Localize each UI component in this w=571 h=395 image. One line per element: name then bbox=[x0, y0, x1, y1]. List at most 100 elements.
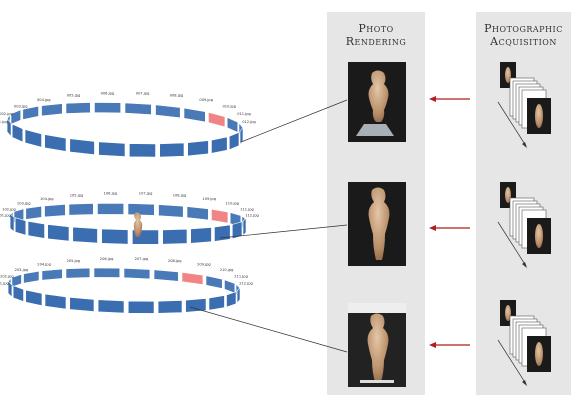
rendered-photo-3 bbox=[348, 303, 406, 387]
camera-filename-label: 007.jpg bbox=[136, 91, 150, 95]
leader-line-top bbox=[241, 100, 347, 142]
camera-panel bbox=[156, 105, 181, 118]
camera-filename-label: 102.jpg bbox=[2, 207, 16, 211]
camera-filename-label: 206.jpg bbox=[100, 257, 114, 261]
camera-filename-label: 101.jpg bbox=[0, 214, 11, 218]
camera-panel bbox=[70, 297, 94, 311]
camera-filename-label: 105.jpg bbox=[70, 194, 84, 198]
selected-camera-panel bbox=[211, 209, 228, 223]
camera-filename-label: 209.jpg bbox=[197, 263, 211, 267]
camera-panel bbox=[125, 103, 151, 115]
camera-filename-label: 103.jpg bbox=[17, 202, 31, 206]
camera-panel bbox=[28, 221, 45, 238]
camera-panel bbox=[206, 276, 222, 289]
photo-stacks bbox=[498, 62, 551, 386]
camera-panel bbox=[97, 203, 123, 214]
camera-filename-label: 006.jpg bbox=[101, 91, 115, 95]
camera-panel bbox=[214, 225, 230, 242]
camera-filename-label: 002.jpg bbox=[0, 112, 13, 116]
camera-panel bbox=[160, 143, 184, 157]
camera-panel bbox=[42, 269, 62, 280]
camera-panel bbox=[70, 139, 95, 155]
camera-filename-label: 009.jpg bbox=[199, 98, 213, 102]
camera-panel bbox=[69, 203, 93, 215]
camera-filename-label: 203.jpg bbox=[15, 268, 29, 272]
camera-panel bbox=[224, 280, 234, 293]
camera-panel bbox=[187, 207, 208, 220]
camera-panel bbox=[12, 124, 23, 142]
camera-panel bbox=[124, 268, 150, 279]
camera-filename-label: 110.jpg bbox=[226, 202, 240, 206]
camera-filename-label: 208.jpg bbox=[168, 259, 182, 263]
camera-panel bbox=[163, 229, 187, 244]
camera-panel bbox=[211, 137, 227, 153]
camera-panel bbox=[25, 130, 42, 148]
camera-panel bbox=[45, 294, 66, 309]
camera-panel bbox=[94, 268, 120, 278]
acquisition-photo-stack-1 bbox=[498, 62, 551, 148]
camera-panel bbox=[48, 224, 69, 241]
camera-filename-label: 104.jpg bbox=[40, 197, 54, 201]
leader-line-bottom bbox=[190, 307, 347, 352]
arrow-acquisition-to-rendering-1 bbox=[429, 96, 470, 102]
camera-filename-label: 010.jpg bbox=[223, 104, 237, 108]
camera-panel bbox=[227, 117, 238, 132]
camera-filename-label: 207.jpg bbox=[135, 257, 149, 261]
camera-panel bbox=[154, 270, 178, 281]
camera-panel bbox=[102, 229, 128, 244]
camera-panel bbox=[26, 290, 42, 306]
camera-panel bbox=[129, 144, 155, 158]
camera-panel bbox=[128, 301, 154, 313]
camera-filename-label: 201.jpg bbox=[0, 282, 9, 286]
middle-ring: 101.jpg 102.jpg103.jpg 104.jpg 105.jpg 106.j… bbox=[0, 192, 259, 245]
selected-camera-panel bbox=[208, 112, 225, 127]
camera-filename-label: 202.jpg bbox=[0, 275, 14, 279]
camera-filename-label: 011.jpg bbox=[237, 112, 251, 116]
camera-filename-label: 008.jpg bbox=[170, 94, 184, 98]
camera-filename-label: 005.jpg bbox=[67, 94, 81, 98]
camera-filename-label: 003.jpg bbox=[14, 104, 28, 108]
camera-panel bbox=[45, 135, 66, 152]
camera-panel bbox=[159, 205, 184, 218]
selected-camera-panel bbox=[182, 272, 203, 284]
camera-panel bbox=[73, 227, 98, 243]
camera-filename-label: 112.jpg bbox=[245, 214, 259, 218]
camera-filename-label: 204.jpg bbox=[37, 263, 51, 267]
camera-panel bbox=[98, 300, 124, 313]
camera-panel bbox=[66, 102, 90, 113]
camera-panel bbox=[13, 286, 23, 302]
camera-panel bbox=[186, 298, 206, 312]
camera-panel bbox=[184, 108, 205, 122]
camera-filename-label: 111.jpg bbox=[240, 207, 254, 211]
camera-panel bbox=[45, 204, 66, 217]
camera-panel bbox=[229, 132, 239, 149]
camera-filename-label: 107.jpg bbox=[139, 192, 153, 196]
camera-panel bbox=[66, 268, 90, 278]
camera-filename-label: 012.jpg bbox=[242, 120, 256, 124]
camera-panel bbox=[42, 104, 63, 116]
acquisition-photo-stack-2 bbox=[498, 182, 551, 268]
camera-filename-label: 108.jpg bbox=[173, 194, 187, 198]
camera-filename-label: 212.jpg bbox=[239, 282, 253, 286]
camera-panel bbox=[188, 141, 209, 156]
camera-panel bbox=[24, 271, 39, 283]
rendered-photo-1 bbox=[348, 62, 406, 142]
camera-panel bbox=[15, 218, 26, 235]
camera-panel bbox=[99, 142, 125, 157]
rendered-photo-2 bbox=[348, 182, 406, 266]
camera-filename-label: 106.jpg bbox=[104, 192, 118, 196]
camera-filename-label: 210.jpg bbox=[220, 268, 234, 272]
camera-panel bbox=[227, 292, 237, 307]
camera-filename-label: 001.jpg bbox=[0, 120, 8, 124]
camera-filename-label: 109.jpg bbox=[202, 197, 216, 201]
camera-panel bbox=[191, 227, 212, 243]
camera-filename-label: 004.jpg bbox=[37, 98, 51, 102]
camera-filename-label: 211.jpg bbox=[234, 275, 248, 279]
camera-panel bbox=[26, 206, 42, 219]
arrow-acquisition-to-rendering-3 bbox=[429, 342, 470, 348]
arrow-acquisition-to-rendering-2 bbox=[429, 225, 470, 231]
camera-panel bbox=[94, 102, 120, 113]
camera-panel bbox=[128, 203, 154, 215]
